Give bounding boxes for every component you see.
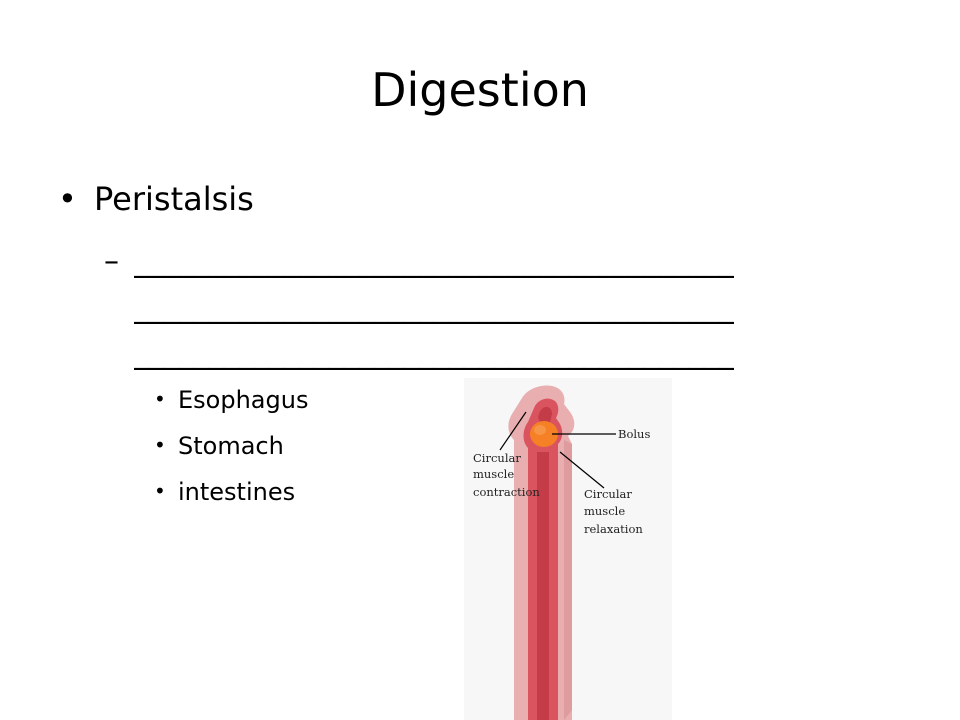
bullet-peristalsis: • Peristalsis [58,176,254,222]
blank-line-3: ________________________________________ [134,336,734,371]
slide-title: Digestion [371,63,589,117]
bullet-dot-icon: • [154,479,166,503]
bullet-peristalsis-label: Peristalsis [94,180,254,218]
list-item: •Esophagus [154,377,308,423]
blank-lines: ________________________________________… [134,240,734,378]
peristalsis-illustration: Bolus Circular muscle contraction Circul… [464,378,672,720]
lumen [537,452,549,720]
bolus-highlight [534,425,546,435]
contraction-label-2: muscle [473,467,514,481]
bullet-dot-icon: • [154,433,166,457]
bullet-dot-icon: • [154,387,166,411]
blank-line-1: ________________________________________ [134,244,734,279]
relaxation-leader-line [559,451,605,489]
bullet-dot-icon: • [58,180,77,218]
contraction-leader-line [499,411,527,451]
relaxation-label-3: relaxation [584,522,643,536]
contraction-label-1: Circular [473,451,521,465]
list-item: •Stomach [154,423,308,469]
bolus-label: Bolus [618,427,650,441]
list-item: •intestines [154,469,308,515]
side-face [564,440,572,720]
relaxation-label-2: muscle [584,504,625,518]
relaxation-label-1: Circular [584,487,632,501]
dash-marker: – [104,244,119,279]
blank-line-2: ________________________________________ [134,290,734,325]
peristalsis-diagram: Bolus Circular muscle contraction Circul… [464,378,672,720]
contraction-label-3: contraction [473,485,540,499]
organ-list: •Esophagus •Stomach •intestines [154,377,308,515]
lumen-top [538,406,552,422]
